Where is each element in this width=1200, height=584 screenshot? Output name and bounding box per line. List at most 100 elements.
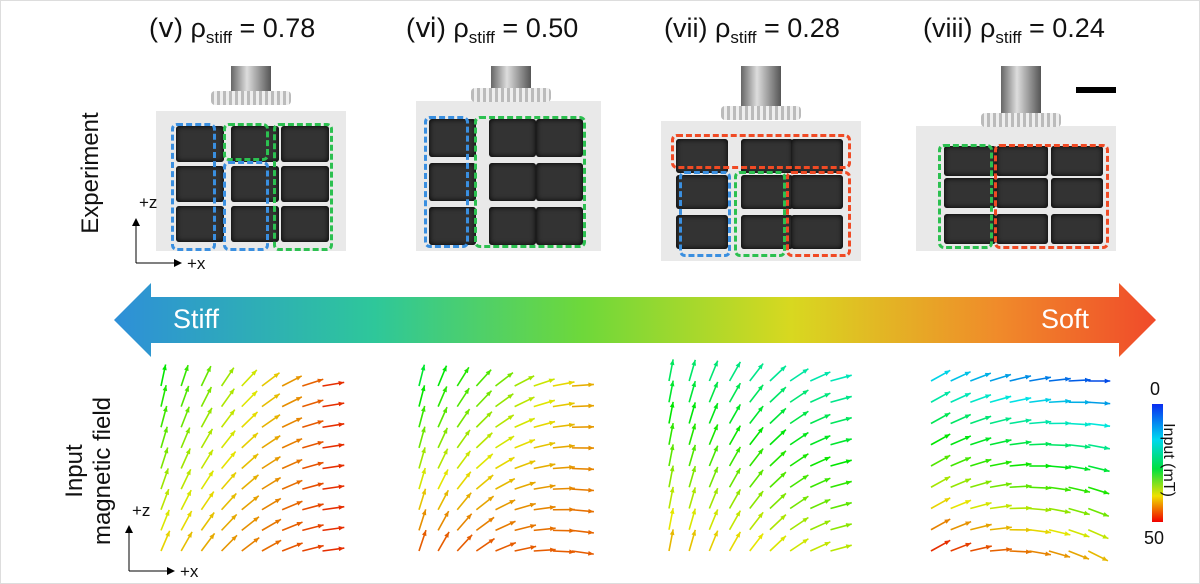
field-vector-head bbox=[802, 453, 809, 459]
field-vector-head bbox=[163, 447, 169, 454]
field-vector-head bbox=[486, 432, 493, 439]
region-outline-blue bbox=[424, 116, 469, 248]
field-vector-head bbox=[528, 375, 535, 381]
field-vector-head bbox=[802, 411, 809, 417]
field-vector-head bbox=[317, 378, 324, 384]
field-vector-head bbox=[508, 478, 515, 484]
field-vector-head bbox=[209, 533, 215, 540]
field-vector-head bbox=[442, 427, 448, 434]
region-outline-green bbox=[734, 171, 786, 257]
field-vector-head bbox=[252, 474, 259, 481]
field-vector-head bbox=[508, 457, 515, 463]
region-outline-red bbox=[994, 144, 1109, 249]
field-vector-head bbox=[317, 503, 324, 508]
field-vector-head bbox=[669, 529, 675, 536]
field-vector-head bbox=[944, 391, 951, 397]
lattice-cell bbox=[176, 126, 225, 162]
field-vector-head bbox=[1104, 445, 1110, 451]
lattice-cell bbox=[489, 119, 536, 157]
lattice-cell bbox=[281, 206, 330, 242]
field-vector-head bbox=[588, 403, 594, 409]
lattice-cell bbox=[791, 215, 843, 249]
field-vector-head bbox=[275, 540, 282, 545]
field-vector-head bbox=[757, 363, 764, 370]
field-vector-head bbox=[488, 538, 495, 544]
field-vector-head bbox=[1025, 483, 1032, 489]
field-vector-head bbox=[824, 393, 831, 398]
field-vector-head bbox=[568, 380, 575, 386]
field-vector-head bbox=[780, 450, 786, 457]
knurled-nut bbox=[211, 91, 291, 105]
field-vector-head bbox=[1104, 423, 1111, 428]
field-vector-head bbox=[253, 537, 260, 543]
field-vector-head bbox=[1005, 417, 1012, 422]
field-vector-head bbox=[421, 447, 426, 454]
field-vector-head bbox=[1065, 376, 1071, 382]
field-vector-head bbox=[669, 423, 675, 430]
field-vector-head bbox=[944, 455, 951, 461]
field-vector-head bbox=[1045, 375, 1051, 381]
lattice-cell bbox=[489, 163, 536, 201]
field-vector-head bbox=[443, 511, 449, 518]
actuator-rod bbox=[741, 66, 781, 109]
field-vector-head bbox=[486, 390, 492, 397]
field-vector-head bbox=[529, 439, 536, 444]
field-vector-head bbox=[1045, 419, 1052, 425]
field-vector-head bbox=[845, 459, 852, 464]
field-vector-head bbox=[713, 530, 718, 537]
field-vector-head bbox=[443, 469, 448, 476]
field-vector-head bbox=[1064, 487, 1071, 492]
field-vector-head bbox=[228, 367, 234, 374]
field-vector-head bbox=[965, 500, 972, 505]
lattice-cell bbox=[1051, 146, 1103, 176]
field-vector-head bbox=[1064, 531, 1071, 536]
field-vector-head bbox=[485, 369, 492, 376]
field-vector-head bbox=[184, 406, 190, 413]
lattice-cell bbox=[791, 175, 843, 209]
field-vector-head bbox=[296, 522, 303, 527]
field-vector-head bbox=[274, 477, 281, 483]
actuator-rod bbox=[1001, 66, 1041, 116]
field-vector-head bbox=[549, 484, 556, 489]
field-vector-head bbox=[757, 512, 764, 519]
field-vector-head bbox=[1084, 466, 1091, 472]
field-vector-head bbox=[443, 448, 448, 455]
field-vector-head bbox=[735, 383, 741, 390]
colorbar-max: 50 bbox=[1144, 528, 1165, 548]
field-vector-head bbox=[1064, 509, 1071, 514]
field-vector-head bbox=[230, 451, 236, 458]
field-vector-head bbox=[1083, 532, 1090, 538]
field-vector-head bbox=[1104, 378, 1111, 384]
field-vector-head bbox=[845, 523, 852, 528]
field-vector-head bbox=[317, 420, 324, 425]
field-vector-head bbox=[1045, 507, 1052, 513]
field-vector-head bbox=[964, 393, 971, 398]
field-vector-head bbox=[550, 547, 556, 553]
field-vector-head bbox=[529, 481, 536, 487]
field-vector-head bbox=[274, 435, 281, 441]
knurled-nut bbox=[981, 113, 1061, 127]
field-vector-head bbox=[273, 393, 280, 399]
field-vector-head bbox=[1065, 398, 1071, 404]
field-vector-head bbox=[669, 508, 675, 515]
field-vector-head bbox=[253, 495, 259, 502]
field-vector-head bbox=[569, 443, 575, 449]
field-vector-head bbox=[944, 519, 951, 524]
colorbar bbox=[1152, 404, 1163, 522]
field-vector-head bbox=[588, 529, 594, 535]
field-vector-head bbox=[317, 544, 324, 550]
field-vector-head bbox=[273, 372, 280, 378]
field-vector-head bbox=[985, 480, 992, 485]
field-vector-head bbox=[944, 434, 951, 439]
lattice-cell bbox=[536, 207, 583, 245]
field-vector-head bbox=[488, 517, 495, 523]
stiff-label: Stiff bbox=[173, 304, 220, 334]
field-vector-head bbox=[444, 531, 450, 538]
field-vector-head bbox=[780, 535, 786, 542]
field-vector-head bbox=[587, 551, 594, 556]
field-vector-head bbox=[317, 461, 324, 467]
field-vector-head bbox=[185, 427, 190, 434]
field-vector-head bbox=[274, 456, 281, 462]
